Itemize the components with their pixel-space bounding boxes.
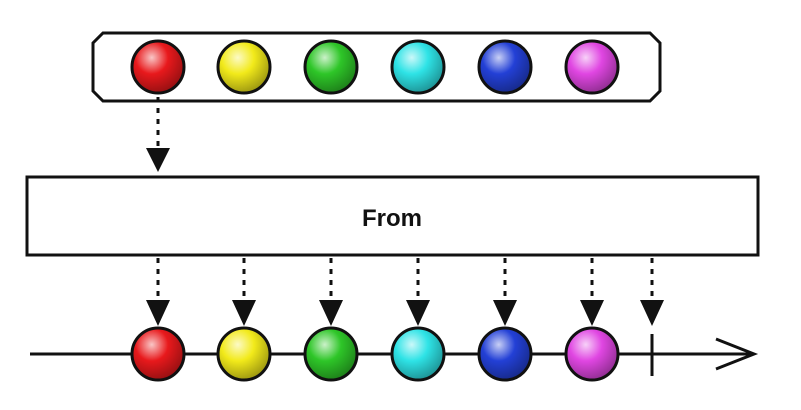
source-array-items xyxy=(130,39,620,95)
output-arrow xyxy=(319,258,343,326)
output-marble-cyan xyxy=(390,326,446,382)
source-marble-green xyxy=(303,39,359,95)
output-arrow xyxy=(232,258,256,326)
source-to-operator-arrow xyxy=(146,97,170,172)
output-items xyxy=(130,326,620,382)
operator-box xyxy=(25,175,760,257)
operator-label: From xyxy=(362,205,422,232)
output-marble-yellow xyxy=(216,326,272,382)
output-arrow xyxy=(640,258,664,326)
output-arrow xyxy=(406,258,430,326)
source-marble-cyan xyxy=(390,39,446,95)
output-arrow xyxy=(493,258,517,326)
output-marble-blue xyxy=(477,326,533,382)
source-marble-yellow xyxy=(216,39,272,95)
source-marble-blue xyxy=(477,39,533,95)
output-marble-red xyxy=(130,326,186,382)
output-marble-green xyxy=(303,326,359,382)
output-arrow xyxy=(146,258,170,326)
source-marble-magenta xyxy=(564,39,620,95)
source-marble-red xyxy=(130,39,186,95)
output-arrows xyxy=(146,258,664,326)
output-arrow xyxy=(580,258,604,326)
timeline-arrowhead xyxy=(715,337,759,371)
output-marble-magenta xyxy=(564,326,620,382)
